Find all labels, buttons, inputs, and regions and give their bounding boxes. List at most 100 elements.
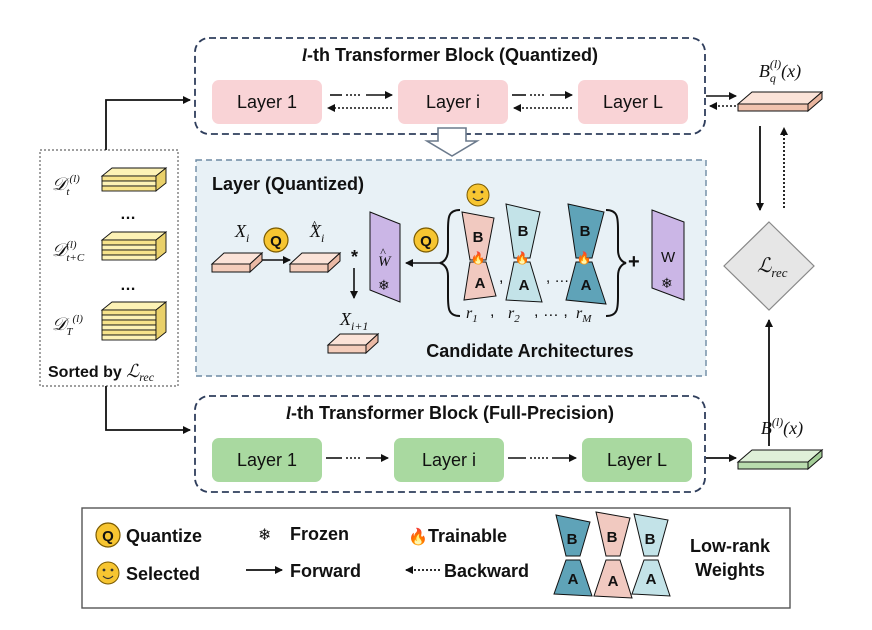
fp-output-tensor — [736, 448, 824, 471]
full-precision-transformer-block: l-th Transformer Block (Full-Precision) … — [194, 395, 706, 493]
layer-quantized-panel: Layer (Quantized) Xi Q Xi ^ * — [195, 159, 707, 377]
rank-r1: r1 — [466, 305, 478, 325]
quantized-input-label: Xi — [309, 221, 324, 245]
svg-text:Q: Q — [270, 233, 282, 250]
hat-mark: ^ — [311, 219, 318, 234]
svg-text:Frozen: Frozen — [290, 524, 349, 544]
quant-layer-L-label: Layer L — [603, 92, 663, 112]
fp-layer-i — [394, 438, 504, 482]
snowflake-icon: ❄ — [258, 527, 271, 544]
dataset-T-stack — [100, 301, 168, 341]
svg-text:Weights: Weights — [695, 560, 765, 580]
quantized-block-title: l-th Transformer Block (Quantized) — [302, 45, 598, 65]
frozen-weight-label: W — [661, 249, 676, 266]
svg-text:B: B — [645, 531, 656, 548]
svg-text:Quantize: Quantize — [126, 526, 202, 546]
fp-layer-L-label: Layer L — [607, 450, 667, 470]
legend-backward: Backward — [405, 561, 529, 581]
dataset-tC-stack — [100, 231, 168, 261]
candidate-lora-M: B A 🔥 — [565, 203, 607, 305]
quantized-input-tensor — [288, 251, 342, 274]
svg-text:^: ^ — [380, 245, 386, 259]
svg-text:A: A — [581, 277, 592, 294]
quant-layer-1-label: Layer 1 — [237, 92, 297, 112]
fp-layer-1-label: Layer 1 — [237, 450, 297, 470]
legend-quantize: Q Quantize — [95, 522, 202, 548]
svg-text:,: , — [490, 303, 494, 320]
quant-layer-i — [398, 80, 508, 124]
fire-icon: 🔥 — [471, 251, 486, 265]
plus-symbol: + — [628, 251, 640, 273]
quant-layer-1 — [212, 80, 322, 124]
loss-arrows — [756, 126, 788, 446]
dataset-column: 𝒟t(l) … 𝒟t+C(l) … 𝒟T(l) — [39, 149, 179, 387]
right-brace — [605, 209, 627, 317]
fp-layer-1 — [212, 438, 322, 482]
input-label: Xi — [234, 221, 249, 245]
dataset-t-stack — [100, 167, 168, 192]
svg-text:A: A — [475, 275, 486, 292]
svg-text:B: B — [518, 223, 529, 240]
quantized-weight-label: W — [378, 254, 392, 270]
svg-text:B: B — [607, 529, 618, 546]
svg-text:A: A — [608, 573, 619, 590]
svg-text:,: , — [499, 269, 503, 286]
svg-text:Forward: Forward — [290, 561, 361, 581]
svg-text:B: B — [580, 223, 591, 240]
quant-output-arrows — [706, 92, 737, 110]
fp-block-title: l-th Transformer Block (Full-Precision) — [286, 403, 614, 423]
svg-text:Q: Q — [420, 233, 432, 250]
fire-icon: 🔥 — [408, 527, 428, 546]
next-tensor — [326, 332, 380, 355]
snowflake-icon: ❄ — [378, 277, 390, 293]
svg-text:Backward: Backward — [444, 561, 529, 581]
quant-output-tensor — [736, 90, 824, 113]
left-brace — [439, 209, 461, 317]
legend-frozen: ❄ Frozen — [258, 524, 349, 544]
svg-text:A: A — [568, 571, 579, 588]
expand-arrow — [424, 127, 480, 157]
quantize-icon-2: Q — [413, 227, 439, 253]
dataset-caption: Sorted by ℒrec — [48, 361, 155, 384]
quant-output-label: Bq(l)(x) — [759, 57, 801, 85]
svg-text:, … ,: , … , — [534, 303, 568, 320]
selected-icon — [466, 183, 490, 207]
quant-layer-i-label: Layer i — [426, 92, 480, 112]
dataset-ellipsis-1: … — [120, 206, 136, 223]
dataset-ellipsis-2: … — [120, 277, 136, 294]
svg-text:Low-rank: Low-rank — [690, 536, 771, 556]
candidate-lora-1: B A 🔥 — [461, 211, 497, 301]
svg-text:B: B — [567, 531, 578, 548]
svg-text:A: A — [519, 277, 530, 294]
fp-output-label: B(l)(x) — [761, 415, 803, 439]
quantize-icon: Q — [263, 227, 289, 253]
multiply-symbol: * — [351, 247, 358, 267]
dataset-arrows — [105, 96, 191, 434]
svg-text:A: A — [646, 571, 657, 588]
quantized-transformer-block: l-th Transformer Block (Quantized) Layer… — [194, 37, 706, 135]
svg-text:Q: Q — [102, 528, 114, 545]
fire-icon: 🔥 — [515, 251, 530, 265]
quantized-weight: W ^ ❄ — [369, 211, 401, 303]
legend: Q Quantize Selected ❄ Frozen Forward 🔥 T… — [81, 507, 791, 609]
candidate-lora-2: B A 🔥 — [505, 203, 543, 303]
loss-node: ℒrec — [723, 221, 815, 311]
candidates-caption: Candidate Architectures — [426, 341, 633, 361]
svg-text:Selected: Selected — [126, 564, 200, 584]
fp-layer-L — [582, 438, 692, 482]
svg-text:Trainable: Trainable — [428, 526, 507, 546]
svg-text:B: B — [473, 229, 484, 246]
legend-selected: Selected — [96, 561, 200, 585]
fire-icon: 🔥 — [577, 251, 592, 265]
legend-trainable: 🔥 Trainable — [408, 526, 507, 546]
frozen-weight: W ❄ — [651, 209, 685, 301]
legend-low-rank-weights: B A B A B A Low-rank Weights — [553, 511, 771, 599]
layer-panel-title: Layer (Quantized) — [212, 174, 364, 194]
svg-text:, … ,: , … , — [546, 269, 578, 286]
fp-layer-i-label: Layer i — [422, 450, 476, 470]
input-tensor — [210, 251, 264, 274]
snowflake-icon: ❄ — [661, 275, 673, 291]
quant-layer-L — [578, 80, 688, 124]
legend-forward: Forward — [246, 561, 361, 581]
